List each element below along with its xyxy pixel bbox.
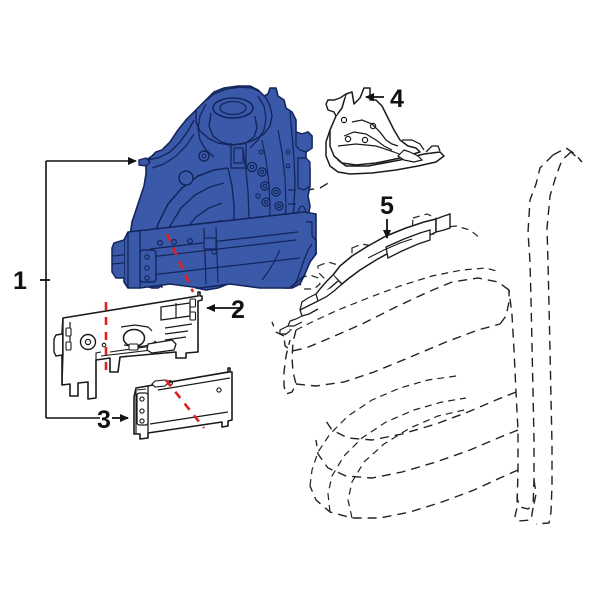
alignment-line-part3 xyxy=(164,379,206,429)
fender-panel-detail-lines xyxy=(295,213,501,519)
callout-1-label: 1 xyxy=(13,267,27,295)
callout-4-label: 4 xyxy=(390,85,404,113)
callout-1[interactable]: 1 xyxy=(13,157,137,419)
upper-apron-bracket xyxy=(325,87,445,175)
front-apron-assembly xyxy=(111,85,317,291)
callout-2-label: 2 xyxy=(231,296,245,324)
callout-2[interactable]: 2 xyxy=(206,296,245,324)
alignment-line-apron-to-part2 xyxy=(165,233,195,293)
callout-5[interactable]: 5 xyxy=(380,192,394,239)
callout-4[interactable]: 4 xyxy=(365,85,404,113)
assembly-alignment-lines xyxy=(104,233,206,429)
callout-5-label: 5 xyxy=(380,192,394,220)
callout-3-label: 3 xyxy=(97,406,111,434)
fender-upper-rail xyxy=(279,213,451,335)
inner-reinforcement-panel xyxy=(53,291,203,400)
callout-3[interactable]: 3 xyxy=(97,406,129,434)
